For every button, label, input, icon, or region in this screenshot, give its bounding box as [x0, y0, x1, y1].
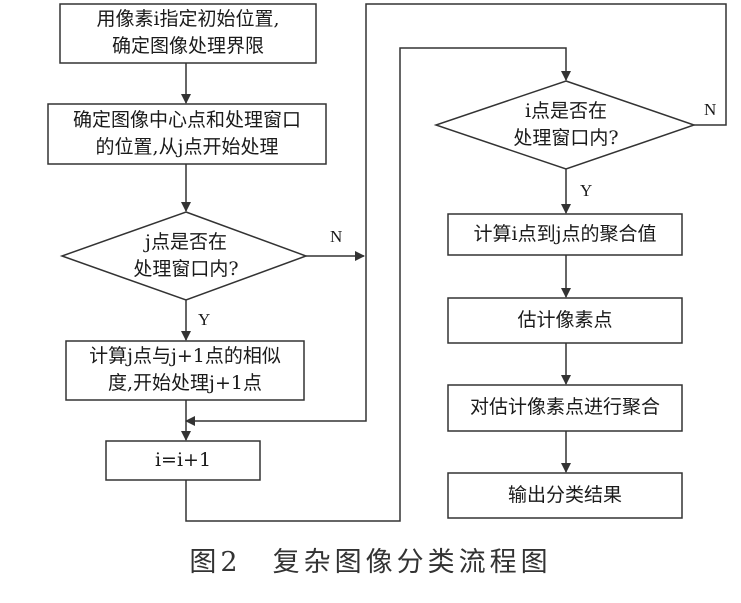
start-line1: 用像素i指定初始位置, — [96, 8, 280, 30]
output-box — [447, 472, 683, 519]
cluster-box — [447, 384, 683, 432]
estimate-box — [447, 297, 683, 344]
decision-i-line2: 处理窗口内? — [513, 127, 619, 149]
output-text: 输出分类结果 — [448, 482, 682, 509]
output-line1: 输出分类结果 — [507, 484, 622, 506]
cluster-text: 对估计像素点进行聚合 — [448, 394, 682, 421]
label-j-no: N — [330, 227, 343, 246]
estimate-line1: 估计像素点 — [517, 309, 613, 331]
label-i-no: N — [704, 100, 717, 119]
label-i-yes: Y — [580, 181, 593, 200]
start-text: 用像素i指定初始位置, 确定图像处理界限 — [60, 6, 316, 60]
decision-j-line2: 处理窗口内? — [133, 258, 239, 280]
edge-decision-i-no-back-to-similarity — [185, 3, 727, 426]
start-box — [59, 3, 317, 64]
similarity-text: 计算j点与j+1点的相似 度,开始处理j+1点 — [66, 343, 304, 397]
center-line1: 确定图像中心点和处理窗口 — [72, 109, 301, 131]
figure-caption: 图2 复杂图像分类流程图 — [189, 547, 552, 578]
similarity-line1: 计算j点与j+1点的相似 — [89, 345, 281, 367]
label-j-yes: Y — [198, 310, 211, 329]
decision-j-line1: j点是否在 — [145, 231, 227, 253]
aggregate-text: 计算i点到j点的聚合值 — [448, 221, 682, 248]
edge-increment-loop-to-decision-i — [185, 47, 571, 522]
decision-i-text: i点是否在 处理窗口内? — [466, 98, 666, 152]
similarity-line2: 度,开始处理j+1点 — [108, 372, 262, 394]
start-line2: 确定图像处理界限 — [111, 35, 264, 57]
center-line2: 的位置,从j点开始处理 — [95, 136, 279, 158]
increment-box — [105, 440, 261, 481]
increment-text: i=i+1 — [106, 447, 260, 474]
estimate-text: 估计像素点 — [448, 307, 682, 334]
similarity-box — [65, 340, 305, 401]
aggregate-box — [447, 213, 683, 256]
decision-i-line1: i点是否在 — [524, 100, 608, 122]
center-box — [47, 103, 327, 165]
aggregate-line1: 计算i点到j点的聚合值 — [473, 223, 657, 245]
center-text: 确定图像中心点和处理窗口 的位置,从j点开始处理 — [48, 107, 326, 161]
cluster-line1: 对估计像素点进行聚合 — [469, 396, 660, 418]
increment-line1: i=i+1 — [154, 449, 212, 471]
decision-j-text: j点是否在 处理窗口内? — [86, 229, 286, 283]
